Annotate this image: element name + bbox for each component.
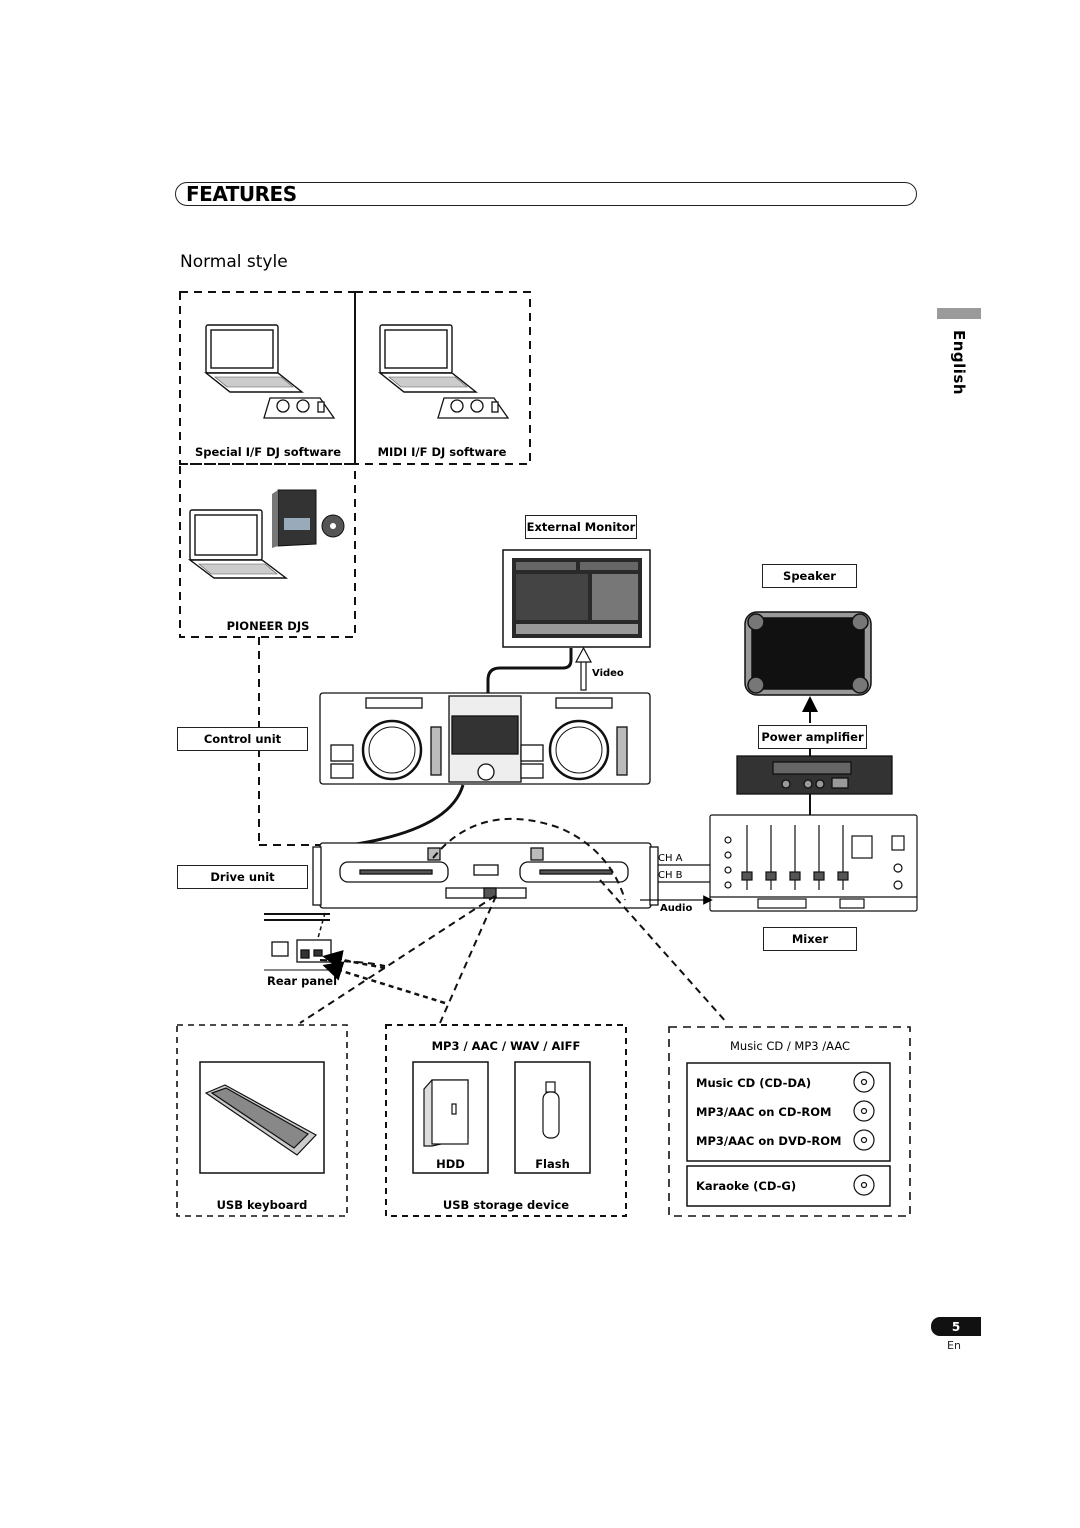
midi-software-label: MIDI I/F DJ software [377, 445, 507, 459]
disc-icons [853, 1071, 875, 1196]
drive-unit-label: Drive unit [177, 865, 308, 889]
usb-formats-label: MP3 / AAC / WAV / AIFF [431, 1039, 581, 1053]
disc-item: MP3/AAC on DVD-ROM [696, 1134, 842, 1148]
rear-panel-label: Rear panel [267, 974, 338, 988]
page-title: FEATURES [186, 182, 297, 206]
mixer-icon [709, 814, 918, 912]
dj-controller-icon [263, 397, 336, 419]
channel-a-label: CH A [658, 853, 683, 864]
control-unit-label: Control unit [177, 727, 308, 751]
section-title: Normal style [180, 252, 288, 272]
video-arrow [574, 646, 593, 691]
laptop-icon [187, 509, 289, 579]
flash-drive-icon [542, 1081, 560, 1139]
audio-cables [640, 864, 713, 905]
usb-storage-label: USB storage device [442, 1198, 570, 1212]
hdd-icon [423, 1079, 469, 1147]
flash-label: Flash [535, 1157, 570, 1171]
power-amplifier-icon [736, 755, 893, 795]
disc-item: Music CD (CD-DA) [696, 1076, 812, 1090]
disc-item: MP3/AAC on CD-ROM [696, 1105, 832, 1119]
control-unit-icon [319, 692, 651, 785]
drive-unit-icon [312, 842, 659, 909]
hdd-label: HDD [436, 1157, 465, 1171]
mixer-label: Mixer [763, 927, 857, 951]
keyboard-icon [204, 1084, 317, 1156]
channel-b-label: CH B [658, 870, 683, 881]
media-connection-lines [299, 817, 728, 1024]
video-cable-label: Video [592, 668, 624, 679]
language-tab-label: English [950, 330, 968, 396]
software-boxes [179, 291, 531, 638]
djs-software-package-icon [272, 489, 345, 548]
disc-formats-header: Music CD / MP3 /AAC [729, 1039, 851, 1053]
special-software-label: Special I/F DJ software [194, 445, 342, 459]
header-bar [175, 182, 917, 206]
external-monitor-label: External Monitor [525, 515, 637, 539]
language-tab-marker [937, 308, 981, 319]
laptop-icon [203, 324, 305, 393]
disc-media-box [668, 1026, 911, 1217]
speaker-icon [744, 611, 872, 696]
audio-label: Audio [660, 903, 693, 914]
usb-keyboard-label: USB keyboard [216, 1198, 308, 1212]
usb-storage-box [385, 1024, 627, 1217]
karaoke-disc-item: Karaoke (CD-G) [696, 1179, 797, 1193]
dj-controller-icon [437, 397, 510, 419]
rear-panel-arrows [322, 950, 446, 1005]
laptop-icon [377, 324, 479, 393]
external-monitor-icon [502, 549, 651, 648]
rear-panel-icon [264, 913, 332, 971]
pioneer-djs-label: PIONEER DJS [226, 619, 310, 633]
usb-keyboard-box [176, 1024, 348, 1217]
speaker-label: Speaker [762, 564, 857, 588]
page-number: 5 [931, 1317, 981, 1336]
page-language: En [947, 1339, 961, 1352]
power-amplifier-label: Power amplifier [758, 725, 867, 749]
